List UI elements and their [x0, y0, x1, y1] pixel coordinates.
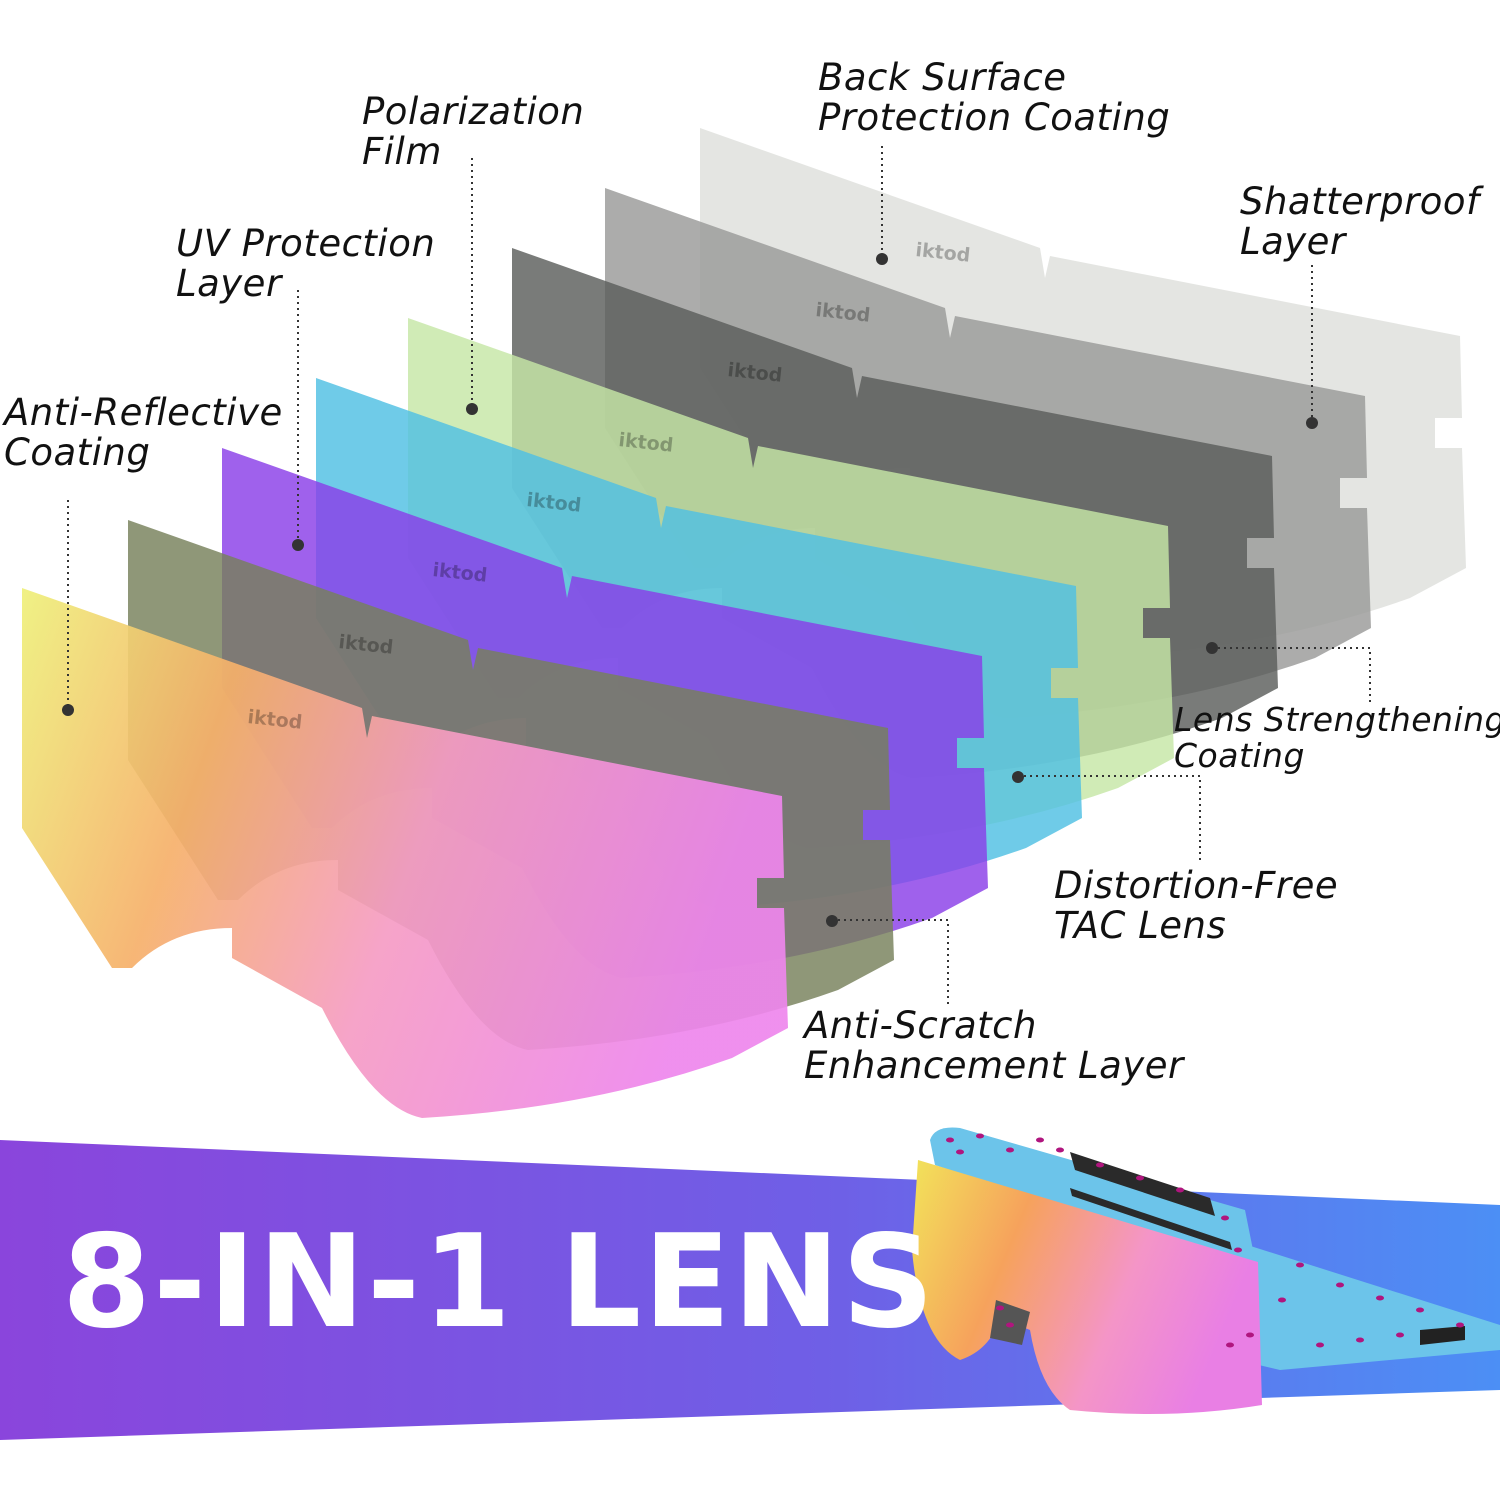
label-anti-scratch-enhancement-layer: Anti-Scratch Enhancement Layer [804, 1006, 1184, 1086]
label-line-1: Lens Strengthening [1174, 700, 1500, 739]
leader-dot [292, 539, 304, 551]
label-line-1: Anti-Scratch [804, 1004, 1037, 1047]
label-line-1: Polarization [362, 90, 585, 133]
frame-speckle [1396, 1332, 1404, 1338]
label-line-2: Protection Coating [818, 96, 1171, 139]
frame-speckle [1176, 1187, 1184, 1193]
label-polarization-film: Polarization Film [362, 92, 584, 172]
frame-speckle [956, 1149, 964, 1155]
label-line-1: Shatterproof [1240, 180, 1480, 223]
label-shatterproof-layer: Shatterproof Layer [1240, 182, 1480, 262]
lens-layer-anti-reflective: iktod [22, 588, 788, 1118]
frame-speckle [1136, 1175, 1144, 1181]
label-lens-strengthening-coating: Lens Strengthening Coating [1174, 702, 1500, 774]
label-anti-reflective-coating: Anti-Reflective Coating [4, 393, 283, 473]
frame-speckle [946, 1137, 954, 1143]
label-line-1: Anti-Reflective [4, 391, 283, 434]
label-line-1: Back Surface [818, 56, 1067, 99]
lens-layer-back-surface: iktod [605, 188, 1371, 718]
frame-speckle [1356, 1337, 1364, 1343]
frame-speckle [1416, 1307, 1424, 1313]
frame-speckle [996, 1305, 1004, 1311]
sunglasses-illustration [912, 1127, 1500, 1414]
label-line-2: Enhancement Layer [804, 1044, 1184, 1087]
leader-dot [1206, 642, 1218, 654]
label-distortion-free-tac-lens: Distortion-Free TAC Lens [1054, 866, 1338, 946]
headline-text: 8-IN-1 LENS [62, 1208, 936, 1357]
lens-layer-polarization: iktod [408, 318, 1174, 848]
label-line-1: Distortion-Free [1054, 864, 1339, 907]
label-line-2: Layer [176, 262, 282, 305]
lens-layer-lens-strengthening: iktod [512, 248, 1278, 778]
frame-speckle [1006, 1147, 1014, 1153]
leader-dot [1012, 771, 1024, 783]
frame-speckle [1036, 1137, 1044, 1143]
label-back-surface-protection-coating: Back Surface Protection Coating [818, 58, 1170, 138]
lens-layer-shatterproof: iktod [700, 128, 1466, 658]
frame-speckle [1246, 1332, 1254, 1338]
frame-speckle [1316, 1342, 1324, 1348]
frame-speckle [1278, 1297, 1286, 1303]
lens-layer-anti-scratch: iktod [128, 520, 894, 1050]
label-line-1: UV Protection [176, 222, 436, 265]
frame-speckle [1221, 1215, 1229, 1221]
frame-speckle [1336, 1282, 1344, 1288]
lens-layer-uv-protection: iktod [222, 448, 988, 978]
leader-dot [826, 915, 838, 927]
frame-speckle [1056, 1147, 1064, 1153]
frame-speckle [1376, 1295, 1384, 1301]
lens-layer-distortion-free: iktod [316, 378, 1082, 908]
label-line-2: Coating [4, 431, 151, 474]
frame-speckle [1234, 1247, 1242, 1253]
label-line-2: Layer [1240, 220, 1346, 263]
leader-dot [62, 704, 74, 716]
leader-dot [466, 403, 478, 415]
frame-speckle [1006, 1322, 1014, 1328]
leader-dot [876, 253, 888, 265]
label-line-2: Coating [1174, 736, 1305, 775]
leader-lines [62, 146, 1371, 1004]
label-uv-protection-layer: UV Protection Layer [176, 224, 435, 304]
frame-speckle [1226, 1342, 1234, 1348]
frame-speckle [1456, 1322, 1464, 1328]
frame-speckle [1296, 1262, 1304, 1268]
label-line-2: TAC Lens [1054, 904, 1227, 947]
frame-speckle [1096, 1162, 1104, 1168]
frame-speckle [976, 1133, 984, 1139]
leader-dot [1306, 417, 1318, 429]
label-line-2: Film [362, 130, 442, 173]
